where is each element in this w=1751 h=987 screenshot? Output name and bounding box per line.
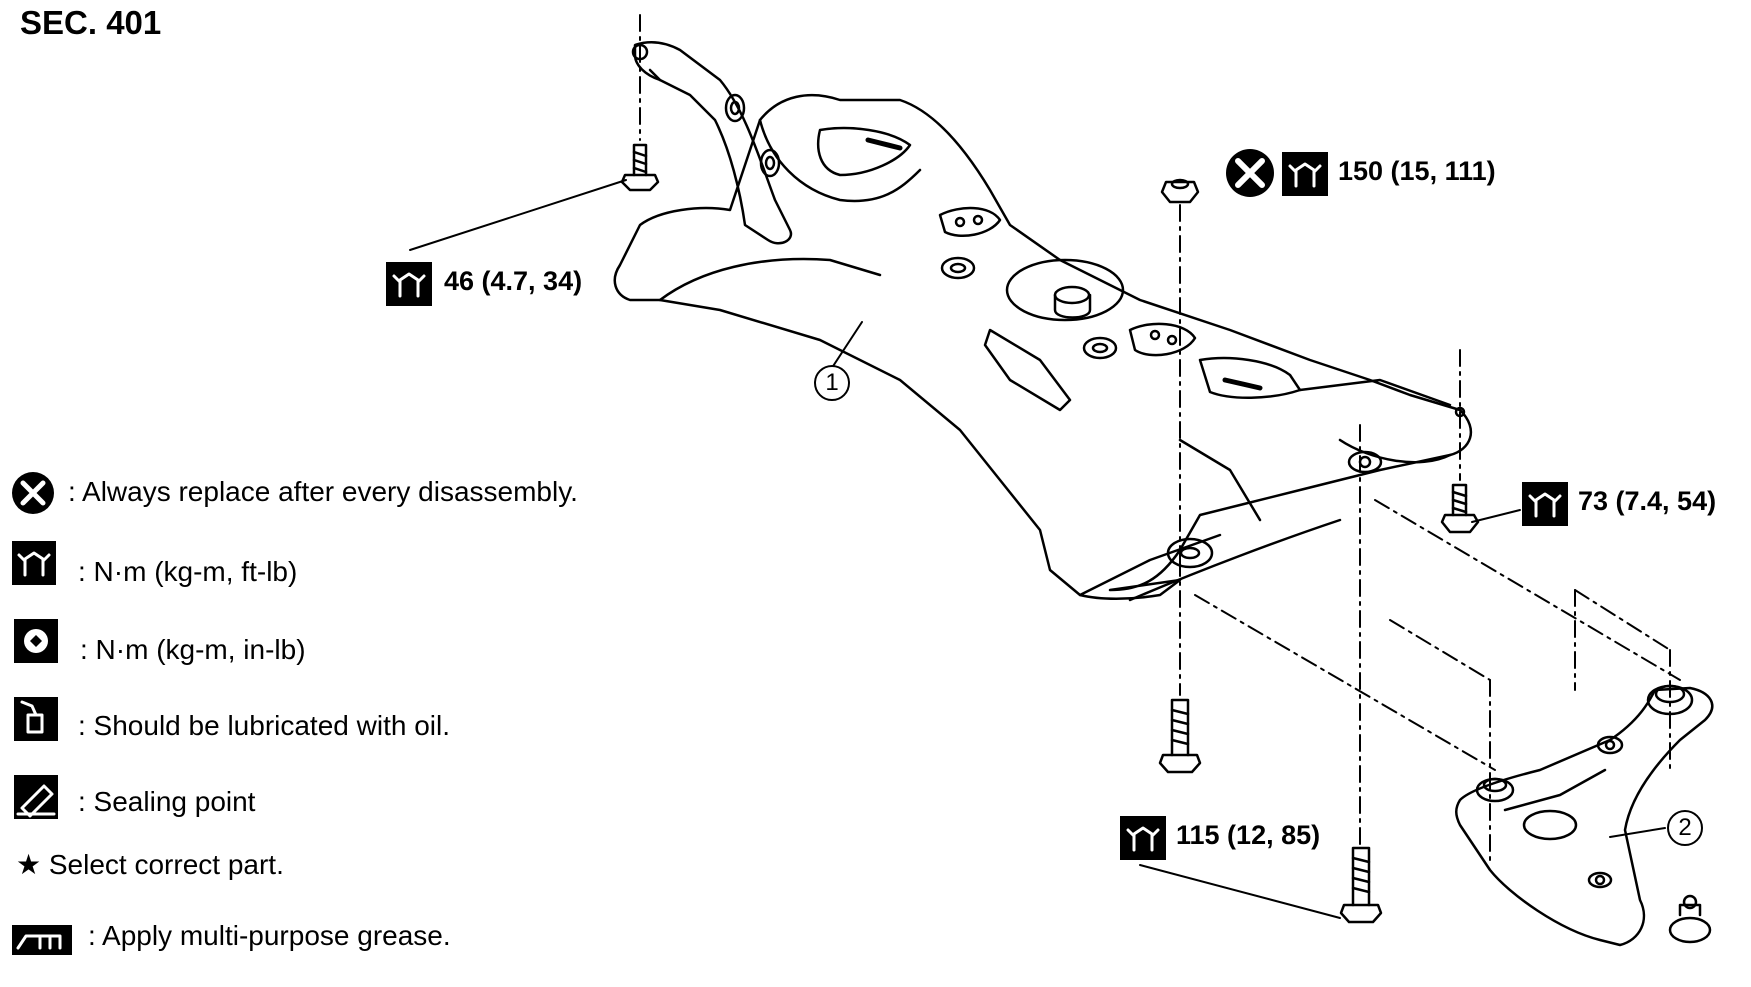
bolt-115 bbox=[1339, 846, 1383, 924]
nut-150 bbox=[1160, 178, 1200, 204]
legend-text-grease: : Apply multi-purpose grease. bbox=[88, 920, 451, 951]
suspension-member bbox=[613, 93, 1472, 602]
bolt-upper-left bbox=[620, 143, 660, 192]
legend-icons bbox=[12, 472, 72, 955]
legend-oil-can-icon bbox=[14, 697, 58, 741]
legend-grease-gun-icon bbox=[12, 925, 72, 955]
callout-2: 2 bbox=[1667, 810, 1703, 846]
legend-torque-ftlb: : N·m (kg-m, ft-lb) bbox=[78, 556, 297, 588]
legend-torque-wrench-inlb-icon bbox=[14, 619, 58, 663]
callout-1: 1 bbox=[814, 365, 850, 401]
legend-torque-wrench-icon bbox=[12, 541, 56, 585]
legend-select-part: ★ Select correct part. bbox=[16, 848, 284, 881]
torque-label-46: 46 (4.7, 34) bbox=[444, 266, 583, 296]
legend-text-torque-ftlb: : N·m (kg-m, ft-lb) bbox=[78, 556, 298, 587]
legend-text-sealing: : Sealing point bbox=[78, 786, 256, 817]
legend-text-torque-inlb: : N·m (kg-m, in-lb) bbox=[80, 634, 306, 665]
alignment-lines bbox=[639, 14, 1681, 861]
bolt-73 bbox=[1440, 483, 1480, 534]
transverse-link bbox=[1455, 684, 1714, 947]
legend-oil: : Should be lubricated with oil. bbox=[78, 710, 450, 742]
torque-label-115: 115 (12, 85) bbox=[1176, 820, 1321, 850]
torque-label-73: 73 (7.4, 54) bbox=[1578, 486, 1717, 516]
section-title: SEC. 401 bbox=[20, 4, 162, 41]
legend-text-replace: : Always replace after every disassembly… bbox=[68, 476, 578, 507]
legend-grease: : Apply multi-purpose grease. bbox=[88, 920, 451, 952]
legend-text-select-part: ★ Select correct part. bbox=[16, 849, 284, 880]
leader-lines bbox=[409, 179, 1666, 919]
legend-replace-x-icon bbox=[12, 472, 54, 514]
legend-sealing: : Sealing point bbox=[78, 786, 255, 818]
torque-wrench-icon bbox=[386, 152, 1568, 860]
legend-sealant-icon bbox=[14, 775, 58, 819]
legend-text-oil: : Should be lubricated with oil. bbox=[78, 710, 450, 741]
torque-label-150: 150 (15, 111) bbox=[1338, 156, 1496, 186]
legend-torque-inlb: : N·m (kg-m, in-lb) bbox=[80, 634, 306, 666]
replace-x-icon bbox=[1226, 149, 1274, 197]
bolt-lower-mid bbox=[1158, 698, 1202, 774]
torque-wrench-glyphs bbox=[392, 162, 1562, 852]
legend-replace: : Always replace after every disassembly… bbox=[68, 476, 578, 508]
